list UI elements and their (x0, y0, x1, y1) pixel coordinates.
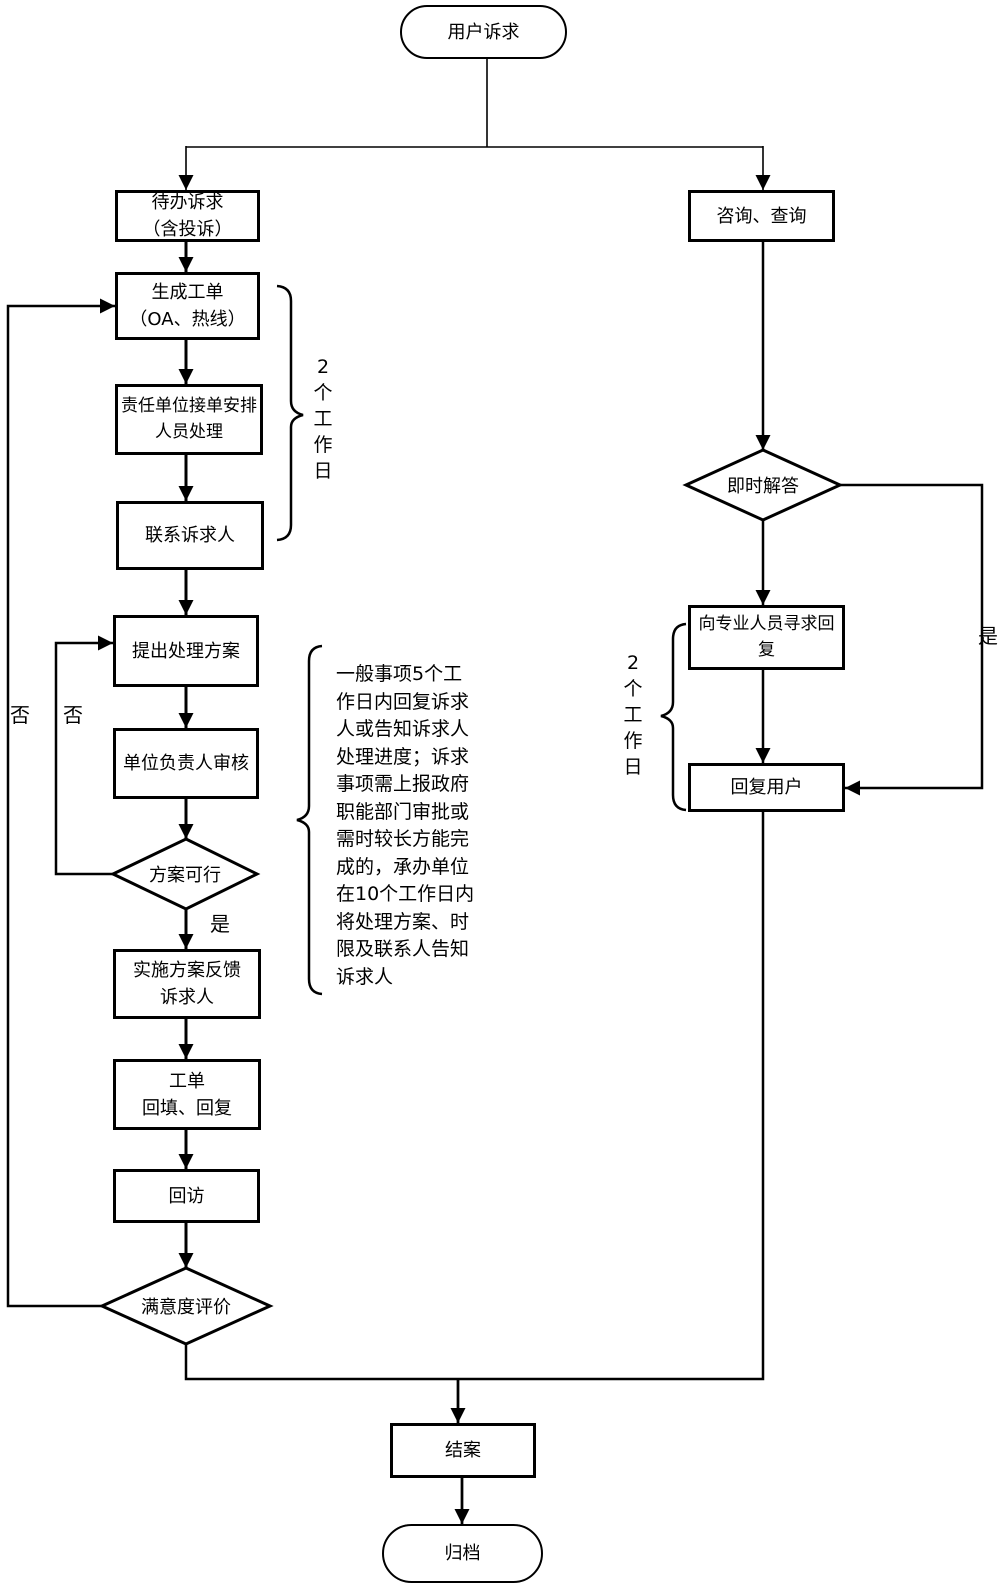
brace-left-sla (276, 284, 304, 542)
edge-label-no-satisfaction: 否 (10, 703, 30, 727)
node-contact-requester: 联系诉求人 (116, 501, 264, 570)
node-consult-inquiry: 咨询、查询 (688, 190, 835, 242)
node-reply-user: 回复用户 (688, 763, 845, 812)
node-create-ticket: 生成工单 （OA、热线） (115, 272, 260, 340)
decision-shapes (98, 448, 844, 1346)
edge-label-yes-feasible: 是 (210, 912, 230, 936)
brace-right-sla (660, 622, 687, 812)
node-pending-request: 待办诉求 （含投诉） (115, 190, 260, 242)
diamond-instant (682, 448, 844, 522)
edge-instant-yes-reply (840, 483, 984, 796)
diamond-feasible (109, 837, 261, 911)
node-leader-review: 单位负责人审核 (113, 728, 259, 799)
node-propose-solution: 提出处理方案 (113, 615, 259, 687)
diamond-satisfaction (98, 1266, 274, 1346)
node-ticket-reply: 工单 回填、回复 (113, 1059, 261, 1130)
annotation-processing-rules: 一般事项5个工 作日内回复诉求 人或告知诉求人 处理进度；诉求 事项需上报政府 … (336, 663, 475, 988)
edge-satisfaction-no-loop (6, 298, 115, 1308)
label-sla-left-branch: 2 个 工 作 日 (313, 356, 333, 482)
label-sla-right-branch: 2 个 工 作 日 (623, 652, 643, 778)
connectors (6, 58, 984, 1524)
node-seek-expert: 向专业人员寻求回复 (688, 605, 845, 670)
node-follow-up-visit: 回访 (113, 1169, 260, 1223)
brace-annotation (296, 644, 323, 996)
edge-merge (184, 812, 765, 1381)
node-user-request: 用户诉求 (400, 5, 567, 59)
edge-label-no-feasible: 否 (63, 703, 83, 727)
node-implement-feedback: 实施方案反馈 诉求人 (113, 949, 261, 1019)
braces (276, 284, 687, 996)
node-close-case: 结案 (390, 1423, 536, 1478)
edge-feasible-no-loop (54, 635, 113, 876)
node-archive: 归档 (382, 1524, 543, 1583)
edge-label-yes-instant: 是 (978, 624, 998, 648)
node-assign-handler: 责任单位接单安排 人员处理 (115, 384, 263, 455)
